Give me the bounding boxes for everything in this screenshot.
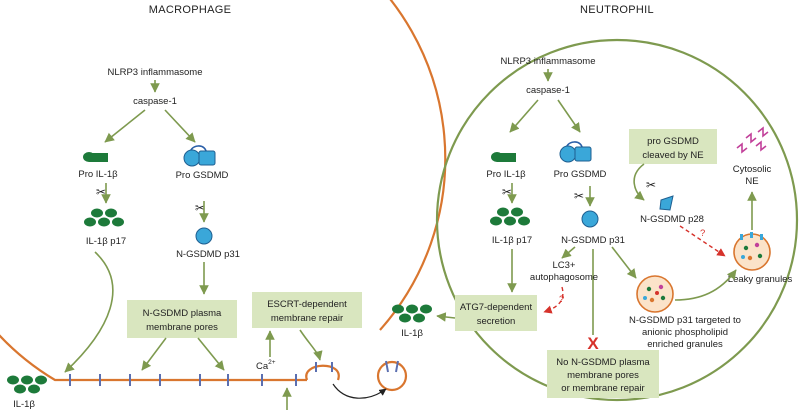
neu-arrow-caspase-proil1b [509, 99, 539, 133]
neu-targeted-line3: enriched granules [647, 339, 723, 350]
neu-no-pores-line1: No N-GSDMD plasma [556, 357, 650, 368]
mac-il1b-out-icon [7, 375, 47, 394]
neu-arrow-ne-p28 [633, 163, 645, 201]
shed-vesicle [376, 360, 408, 392]
neu-cytosolic-ne-icon [736, 126, 769, 154]
neutrophil-membrane [435, 38, 799, 402]
calcium-superscript: 2+ [268, 359, 276, 366]
mac-pores-box [127, 300, 237, 338]
neu-arrow-atg7-out [436, 312, 456, 322]
neu-targeted-line2: anionic phospholipid [642, 327, 728, 338]
neu-atg7-box [455, 295, 537, 331]
neu-arrow-p31-lc3 [561, 246, 576, 259]
mac-arrow-box-pore-left [141, 337, 167, 371]
neu-lc3-line2: autophagosome [530, 272, 598, 283]
mac-il1b-p17-label: IL-1β p17 [86, 236, 126, 247]
neu-scissors-icon-left: ✂ [502, 185, 512, 199]
mac-pro-gsdmd-label: Pro GSDMD [176, 170, 229, 181]
neu-question-1: ? [559, 294, 564, 305]
mac-pro-il1b-label: Pro IL-1β [78, 169, 118, 180]
neu-il1b-out-label: IL-1β [401, 328, 423, 339]
mac-il1b-out-label: IL-1β [13, 399, 35, 410]
mac-scissors-icon-right: ✂ [195, 201, 205, 215]
neu-no-pores-line2: membrane pores [567, 370, 639, 381]
neu-ngsdmd-p28-label: N-GSDMD p28 [640, 214, 704, 225]
neu-caspase-label: caspase-1 [526, 85, 570, 96]
neutrophil-header: NEUTROPHIL [580, 4, 654, 16]
neu-pro-gsdmd-label: Pro GSDMD [554, 169, 607, 180]
shedding-arrow [332, 383, 387, 399]
neu-atg7-box-line1: ATG7-dependent [460, 302, 533, 313]
neu-arrow-caspase-progsdmd [557, 99, 581, 133]
neu-pro-il1b-label: Pro IL-1β [486, 169, 526, 180]
neu-il1b-p17-label: IL-1β p17 [492, 235, 532, 246]
neu-no-pores-box [547, 350, 659, 398]
neu-lc3-line1: LC3+ [553, 260, 576, 271]
mac-ngsdmd-p31-label: N-GSDMD p31 [176, 249, 240, 260]
mac-escrt-box-line1: ESCRT-dependent [267, 299, 347, 310]
mac-arrow-box-pore-right [197, 337, 225, 371]
neu-no-pores-line3: or membrane repair [561, 383, 644, 394]
macrophage-membrane-pores [69, 374, 297, 386]
mac-scissors-icon-left: ✂ [96, 185, 106, 199]
neu-ne-box-line1: pro GSDMD [647, 136, 699, 147]
mac-ngsdmd-p31-icon [195, 227, 213, 245]
neu-dashed-arrow-p28-leaky [679, 225, 726, 257]
macrophage-membrane [0, 0, 447, 382]
neu-atg7-box-line2: secretion [477, 316, 516, 327]
neu-ngsdmd-p31-label: N-GSDMD p31 [561, 235, 625, 246]
neu-anionic-granule-icon [636, 275, 674, 313]
mac-pores-box-line1: N-GSDMD plasma [143, 308, 222, 319]
mac-calcium-label: Ca2+ [256, 359, 276, 372]
mac-il1b-p17-icon [84, 208, 124, 227]
calcium-text: Ca [256, 361, 269, 372]
neu-ngsdmd-p28-icon [659, 195, 674, 211]
mac-arrow-caspase-progsdmd [164, 109, 196, 143]
mac-arrow-caspase-proil1b [104, 109, 146, 143]
neu-leaky-granule-icon [733, 232, 771, 271]
mac-escrt-box-line2: membrane repair [271, 313, 343, 324]
neu-il1b-p17-icon [490, 207, 530, 226]
neu-cytosolic-ne-line1: Cytosolic [733, 164, 772, 175]
neu-dashed-arrow-lc3-atg7 [543, 286, 564, 314]
neu-pro-il1b-icon [491, 152, 516, 162]
mac-nlrp3-label: NLRP3 inflammasome [107, 67, 202, 78]
mac-caspase-label: caspase-1 [133, 96, 177, 107]
neu-arrow-anionic-leaky [674, 269, 737, 301]
mac-arrow-il1b-release [64, 251, 114, 373]
mac-escrt-box [252, 292, 362, 328]
neu-question-2: ? [700, 228, 705, 239]
neu-ne-box-line2: cleaved by NE [642, 150, 703, 161]
mac-pro-il1b-icon [83, 152, 108, 162]
neu-scissors-icon-right: ✂ [574, 189, 584, 203]
neu-ngsdmd-p31-icon [581, 210, 599, 228]
neu-scissors-icon-ne: ✂ [646, 178, 656, 192]
mac-pro-gsdmd-icon [183, 145, 216, 167]
neu-leaky-label: Leaky granules [728, 274, 793, 285]
neu-arrow-p31-granule [611, 246, 637, 279]
macrophage-header: MACROPHAGE [149, 4, 231, 16]
vesicle-pore-right [395, 360, 399, 373]
neu-red-x-icon: X [587, 334, 599, 353]
neu-targeted-line1: N-GSDMD p31 targeted to [629, 315, 741, 326]
neu-nlrp3-label: NLRP3 inflammasome [500, 56, 595, 67]
neu-cytosolic-ne-line2: NE [745, 176, 758, 187]
neu-il1b-out-icon [392, 304, 432, 323]
membrane-bud [305, 364, 340, 381]
mac-arrow-escrt-bud [299, 329, 323, 361]
mac-pores-box-line2: membrane pores [146, 322, 218, 333]
neu-pro-gsdmd-icon [559, 141, 592, 163]
neu-ne-box [629, 129, 717, 164]
vesicle-pore-left [385, 360, 389, 373]
